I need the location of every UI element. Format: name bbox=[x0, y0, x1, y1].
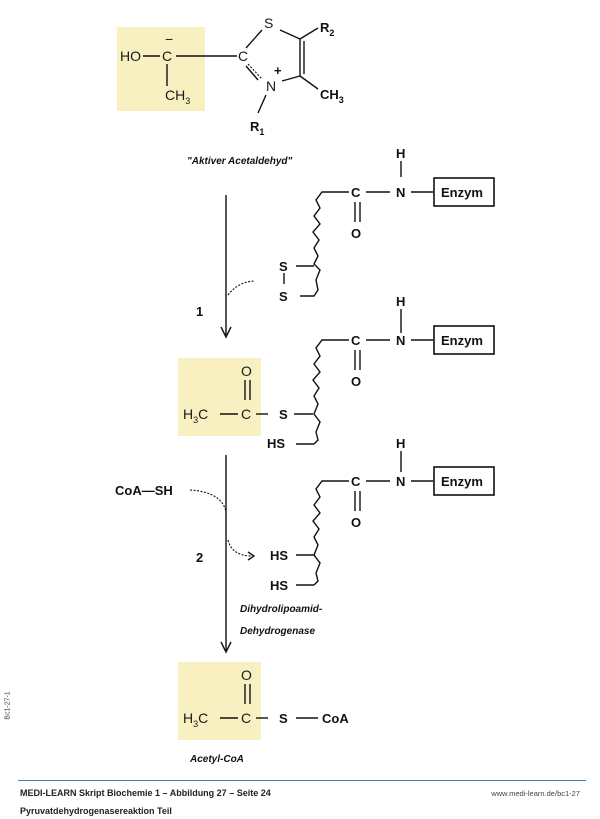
atom-n: N bbox=[396, 333, 405, 348]
highlight-box bbox=[117, 27, 205, 111]
oxidized-lipoamide-structure: H C N Enzym O S S bbox=[279, 146, 495, 304]
atom-c: C bbox=[241, 710, 251, 726]
enzyme-label: Enzym bbox=[441, 185, 483, 200]
highlight-box bbox=[178, 662, 261, 740]
footer-divider bbox=[18, 780, 586, 781]
active-acetaldehyde-structure: HO C − CH3 C S R2 CH3 N + R1 "Aktiver Ac… bbox=[117, 15, 344, 167]
atom-c: C bbox=[351, 474, 361, 489]
atom-ring-s: S bbox=[264, 15, 273, 31]
atom-c: C bbox=[241, 406, 251, 422]
coa-sh-label: CoA—SH bbox=[115, 483, 173, 498]
enzyme-label: Enzym bbox=[441, 474, 483, 489]
atom-hs2: HS bbox=[270, 578, 288, 593]
atom-chain-c: C bbox=[351, 333, 361, 348]
footer-subtitle: Pyruvatdehydrogenasereaktion Teil bbox=[20, 806, 172, 816]
atom-hs: HS bbox=[267, 436, 285, 451]
atom-h: H bbox=[396, 436, 405, 451]
enzyme-box bbox=[433, 325, 495, 355]
atom-o: O bbox=[241, 667, 252, 683]
atom-n: N bbox=[396, 474, 405, 489]
step2-arrow: CoA—SH 2 Dihydrolipoamid- Dehydrogenase bbox=[115, 455, 323, 654]
atom-s: S bbox=[279, 711, 288, 726]
atom-o: O bbox=[351, 226, 361, 241]
atom-ring-c: C bbox=[238, 48, 248, 64]
step1-arrow: 1 bbox=[196, 195, 255, 339]
atom-h3c: H3C bbox=[183, 710, 208, 729]
atom-s1: S bbox=[279, 259, 288, 274]
acetyl-coa-label: Acetyl-CoA bbox=[189, 754, 244, 765]
atom-ring-n: N bbox=[266, 78, 276, 94]
atom-o: O bbox=[351, 515, 361, 530]
acetyl-lipoamide-structure: O H3C C S HS H C N Enzym O bbox=[178, 294, 495, 451]
atom-r2: R2 bbox=[320, 20, 334, 38]
figure-code: Bc1-27-1 bbox=[4, 691, 12, 720]
enzyme-box bbox=[433, 177, 495, 207]
charge-minus: − bbox=[165, 31, 173, 47]
step2-number: 2 bbox=[196, 550, 203, 565]
atom-o2: O bbox=[351, 374, 361, 389]
active-acetaldehyde-label: "Aktiver Acetaldehyd" bbox=[187, 156, 293, 167]
atom-n: N bbox=[396, 185, 405, 200]
enzyme-label: Enzym bbox=[441, 333, 483, 348]
atom-h: H bbox=[396, 294, 405, 309]
atom-o: O bbox=[241, 363, 252, 379]
enzyme-name-line2: Dehydrogenase bbox=[240, 626, 315, 637]
atom-r1: R1 bbox=[250, 119, 264, 137]
atom-methyl: CH3 bbox=[320, 87, 344, 105]
atom-s2: S bbox=[279, 289, 288, 304]
highlight-box bbox=[178, 358, 261, 436]
atom-ch3: CH3 bbox=[165, 87, 190, 106]
reduced-lipoamide-structure: H C N Enzym O HS HS bbox=[270, 436, 495, 593]
atom-coa: CoA bbox=[322, 711, 349, 726]
footer-title: MEDI-LEARN Skript Biochemie 1 – Abbildun… bbox=[20, 788, 271, 798]
enzyme-box bbox=[433, 466, 495, 496]
atom-h3c: H3C bbox=[183, 406, 208, 425]
atom-ho: HO bbox=[120, 48, 141, 64]
atom-hs1: HS bbox=[270, 548, 288, 563]
acetyl-coa-structure: O H3C C S CoA Acetyl-CoA bbox=[178, 662, 349, 765]
atom-h: H bbox=[396, 146, 405, 161]
enzyme-name-line1: Dihydrolipoamid- bbox=[240, 604, 323, 615]
charge-plus: + bbox=[274, 63, 282, 78]
atom-s: S bbox=[279, 407, 288, 422]
footer-url[interactable]: www.medi-learn.de/bc1-27 bbox=[491, 789, 580, 798]
atom-c-carbanion: C bbox=[162, 48, 172, 64]
step1-number: 1 bbox=[196, 304, 203, 319]
atom-c: C bbox=[351, 185, 361, 200]
